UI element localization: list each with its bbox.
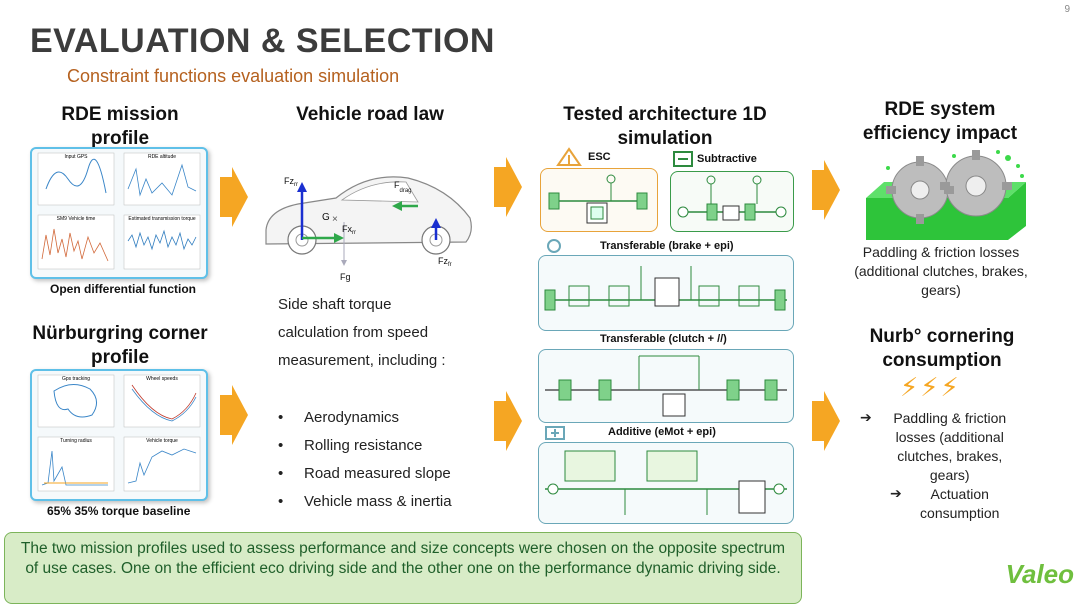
rde-plots-graphic: Input GPS RDE altitude SM9 Vehicle time … [37, 152, 201, 270]
subtractive-schematic [677, 175, 787, 221]
conclusion-box: The two mission profiles used to assess … [4, 532, 802, 604]
bullet-item: Rolling resistance [278, 437, 478, 454]
flow-arrow-icon [494, 157, 522, 217]
vehicle-forces-diagram: Fzrr Fdrag G × Fxrr Fg Fzfr [265, 176, 472, 282]
cornering-heading: Nurb° cornering consumption [869, 326, 1015, 371]
vehicle-road-law-heading: Vehicle road law [296, 104, 444, 125]
road-law-bullets: Aerodynamics Rolling resistance Road mea… [278, 409, 478, 520]
flow-arrow-icon [494, 391, 522, 451]
flow-arrow-icon [220, 385, 248, 445]
nurb-plot-title-1: Gps tracking [62, 376, 90, 382]
rde-profile-plots: Input GPS RDE altitude SM9 Vehicle time … [30, 147, 208, 279]
esc-label: ESC [588, 151, 611, 163]
slide-subtitle: Constraint functions evaluation simulati… [67, 66, 400, 86]
transferable-brake-schematic [544, 266, 787, 311]
flow-arrow-icon [220, 167, 248, 227]
rde-plot-title-4: Estimated transmission torque [128, 216, 195, 222]
f-drag-label: Fdrag [394, 180, 412, 194]
cornering-item-1: Paddling & friction losses (additional c… [893, 410, 1007, 483]
road-law-line-3: measurement, including : [278, 352, 446, 369]
g-label: G [322, 212, 330, 223]
nurburgring-heading: Nürburgring corner profile [32, 323, 208, 368]
transferable-brake-label: Transferable (brake + epi) [600, 240, 734, 252]
svg-text:×: × [332, 214, 338, 225]
arrow-right-icon: ➔ [860, 409, 872, 425]
page-number: 9 [1064, 4, 1070, 15]
fz-rr-label: Fzrr [284, 176, 298, 188]
flow-arrow-icon [812, 391, 840, 451]
additive-schematic [545, 450, 787, 515]
gears-illustration [866, 150, 1026, 240]
additive-box [538, 442, 794, 524]
nurburgring-plots-graphic: Gps tracking Wheel speeds Turning radius… [37, 374, 201, 492]
road-law-line-2: calculation from speed [278, 324, 429, 341]
bullet-item: Vehicle mass & inertia [278, 493, 478, 510]
esc-icon [556, 147, 582, 166]
rde-mission-heading: RDE mission profile [61, 104, 179, 149]
rde-plot-title-1: Input GPS [64, 154, 88, 160]
transferable-brake-icon [547, 239, 561, 253]
esc-architecture-box [540, 168, 658, 232]
fg-label: Fg [340, 272, 351, 282]
additive-label: Additive (eMot + epi) [608, 426, 716, 438]
valeo-logo: Valeo [1005, 559, 1074, 589]
cornering-item-2: Actuation consumption [920, 486, 1000, 521]
nurburgring-profile-plots: Gps tracking Wheel speeds Turning radius… [30, 369, 208, 501]
nurb-plot-title-4: Vehicle torque [146, 438, 178, 444]
flow-arrow-icon [812, 160, 840, 220]
slide-title: EVALUATION & SELECTION [30, 22, 495, 60]
efficiency-description: Paddling & friction losses (additional c… [854, 244, 1028, 298]
additive-icon [545, 426, 565, 440]
bullet-item: Aerodynamics [278, 409, 478, 426]
transferable-clutch-schematic [545, 355, 787, 417]
nurb-plot-title-3: Turning radius [60, 438, 92, 444]
transferable-clutch-box [538, 349, 794, 423]
rde-plot-title-3: SM9 Vehicle time [57, 216, 96, 222]
fz-fr-label: Fzfr [438, 256, 452, 268]
esc-schematic [548, 174, 648, 224]
architecture-heading: Tested architecture 1D simulation [563, 104, 767, 149]
subtractive-label: Subtractive [697, 153, 757, 165]
transferable-clutch-label: Transferable (clutch + //) [600, 333, 727, 345]
bullet-item: Road measured slope [278, 465, 478, 482]
cornering-list: ➔ Paddling & friction losses (additional… [860, 409, 1040, 523]
subtractive-architecture-box [670, 171, 794, 232]
conclusion-text: The two mission profiles used to assess … [20, 540, 786, 577]
nurburgring-caption: 65% 35% torque baseline [47, 504, 191, 518]
rde-plot-title-2: RDE altitude [148, 154, 176, 160]
transferable-brake-box [538, 255, 794, 331]
lightning-icon: ⚡⚡⚡ [900, 372, 961, 402]
rde-caption: Open differential function [50, 282, 196, 296]
arrow-right-icon: ➔ [890, 485, 902, 501]
fx-rr-label: Fxrr [342, 224, 356, 236]
nurb-plot-title-2: Wheel speeds [146, 376, 178, 382]
subtractive-icon [673, 151, 693, 167]
efficiency-heading: RDE system efficiency impact [862, 99, 1018, 144]
road-law-line-1: Side shaft torque [278, 296, 392, 313]
